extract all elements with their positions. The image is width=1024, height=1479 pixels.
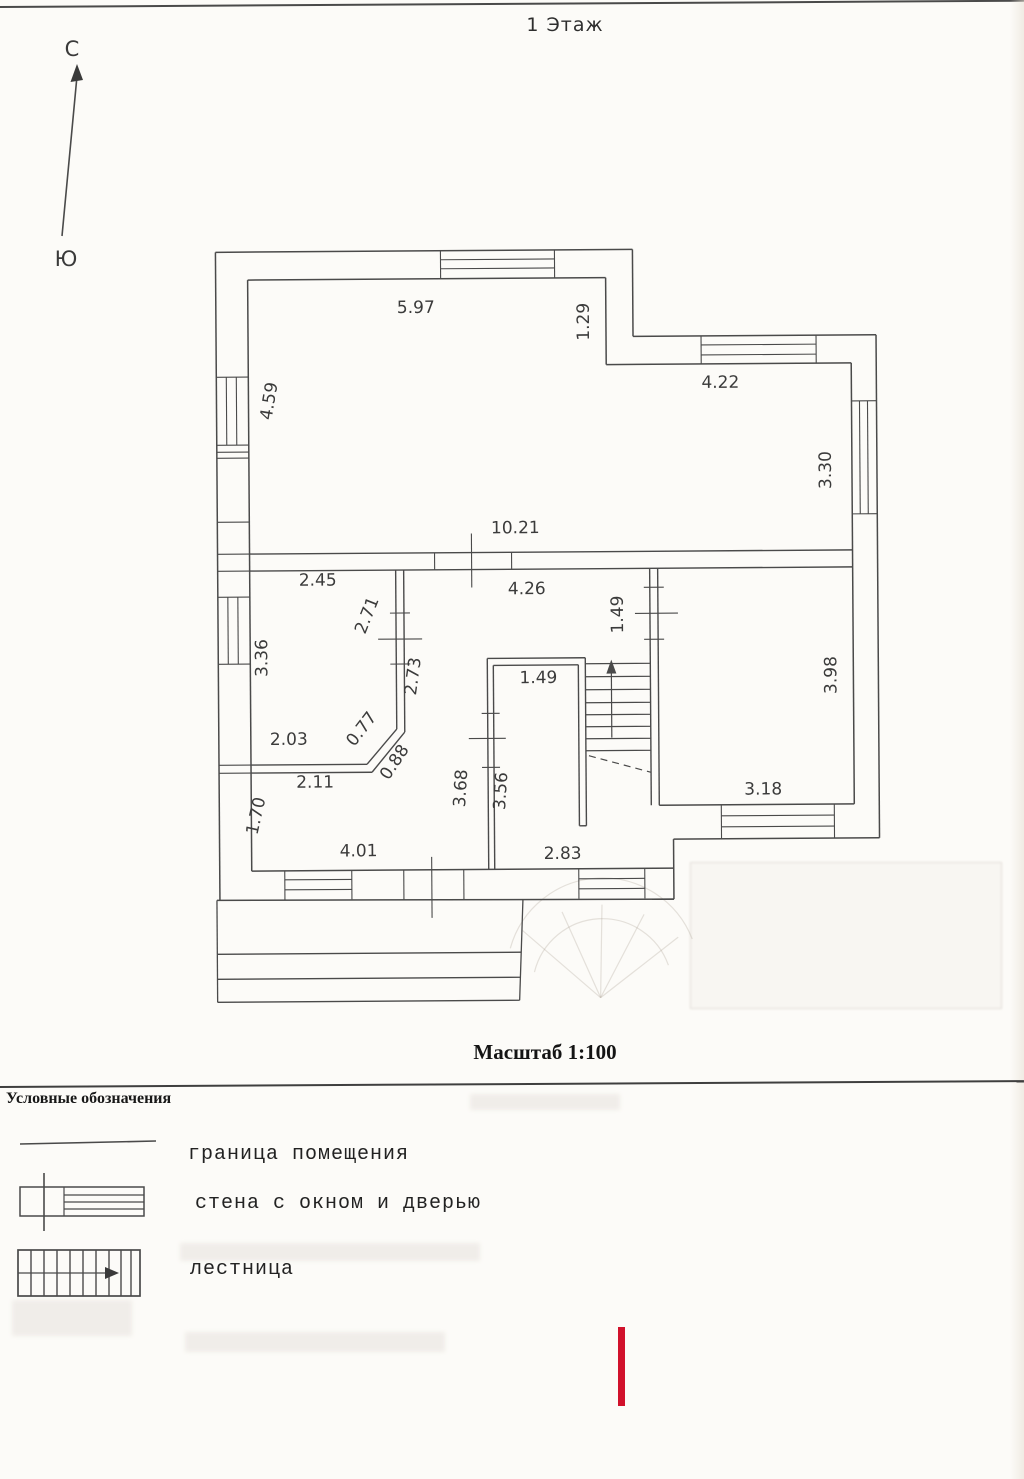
- scan-ghost: [185, 1332, 445, 1352]
- scan-ghost: [690, 862, 1002, 1009]
- legend-heading: Условные обозначения: [6, 1090, 172, 1107]
- dim-label: 1.29: [574, 303, 594, 341]
- scale-label: Масштаб 1:100: [473, 1040, 617, 1064]
- dim-label: 3.18: [744, 779, 782, 799]
- dim-label: 1.70: [243, 795, 271, 836]
- legend-item-wall-window-door: [12, 1170, 157, 1234]
- compass-north-label: С: [65, 37, 80, 61]
- compass: С Ю: [55, 37, 83, 271]
- dim-label: 2.71: [351, 594, 384, 637]
- wall-with-window-and-door-icon: [19, 1173, 145, 1231]
- legend-divider: [0, 1080, 1024, 1088]
- scan-ghost: [12, 1300, 132, 1336]
- dim-label: 2.73: [401, 656, 426, 696]
- wall-joint-ticks: [216, 451, 252, 774]
- staircase-icon: [17, 1249, 141, 1297]
- dim-label: 4.26: [508, 579, 546, 599]
- dim-label: 3.56: [490, 771, 512, 810]
- dim-label: 3.68: [450, 769, 472, 808]
- porch-steps: [216, 899, 524, 1003]
- dim-label: 3.30: [816, 451, 836, 489]
- window-symbols: [216, 249, 878, 900]
- page-title: 1 Этаж: [526, 14, 604, 36]
- dim-label: 4.01: [340, 841, 378, 861]
- dim-label: 2.11: [296, 773, 334, 793]
- legend-item-label: граница помещения: [188, 1143, 410, 1166]
- red-marker-line: [618, 1327, 625, 1406]
- dimension-labels: 5.97 1.29 4.22 4.59 3.30 10.21 2.45 4.26…: [243, 298, 842, 864]
- dim-label: 10.21: [491, 518, 540, 538]
- dim-label: 3.98: [821, 656, 841, 694]
- dim-label: 4.59: [257, 381, 283, 422]
- room-boundary-line-icon: [19, 1140, 157, 1145]
- legend-item-label: лестница: [190, 1258, 295, 1281]
- exterior-walls: [214, 248, 881, 902]
- dim-label: 0.77: [342, 708, 381, 750]
- scan-edge-shadow: [1010, 0, 1024, 1479]
- floor-plan: 5.97 1.29 4.22 4.59 3.30 10.21 2.45 4.26…: [214, 248, 881, 1003]
- dim-label: 1.49: [608, 596, 628, 634]
- compass-south-label: Ю: [55, 247, 78, 271]
- interior-walls: [249, 549, 853, 870]
- dim-label: 4.22: [701, 373, 739, 393]
- legend-item-label: стена с окном и дверью: [195, 1192, 482, 1215]
- scan-ghost: [180, 1243, 480, 1261]
- legend-item-staircase: [15, 1246, 147, 1300]
- scan-ghost: [470, 1094, 620, 1110]
- legend-item-boundary: [18, 1136, 158, 1148]
- dim-label: 2.83: [544, 844, 582, 864]
- door-symbols: [378, 533, 678, 918]
- stair-direction-arrow-icon: [606, 659, 617, 738]
- dim-label: 5.97: [397, 298, 435, 318]
- dim-label: 2.03: [270, 730, 308, 750]
- dim-label: 2.45: [299, 570, 337, 590]
- dim-label: 1.49: [519, 668, 557, 688]
- scan-ghost-fan: [509, 877, 693, 999]
- north-arrow-icon: [61, 64, 83, 237]
- staircase-symbol: [585, 659, 652, 773]
- dim-label: 3.36: [252, 639, 272, 677]
